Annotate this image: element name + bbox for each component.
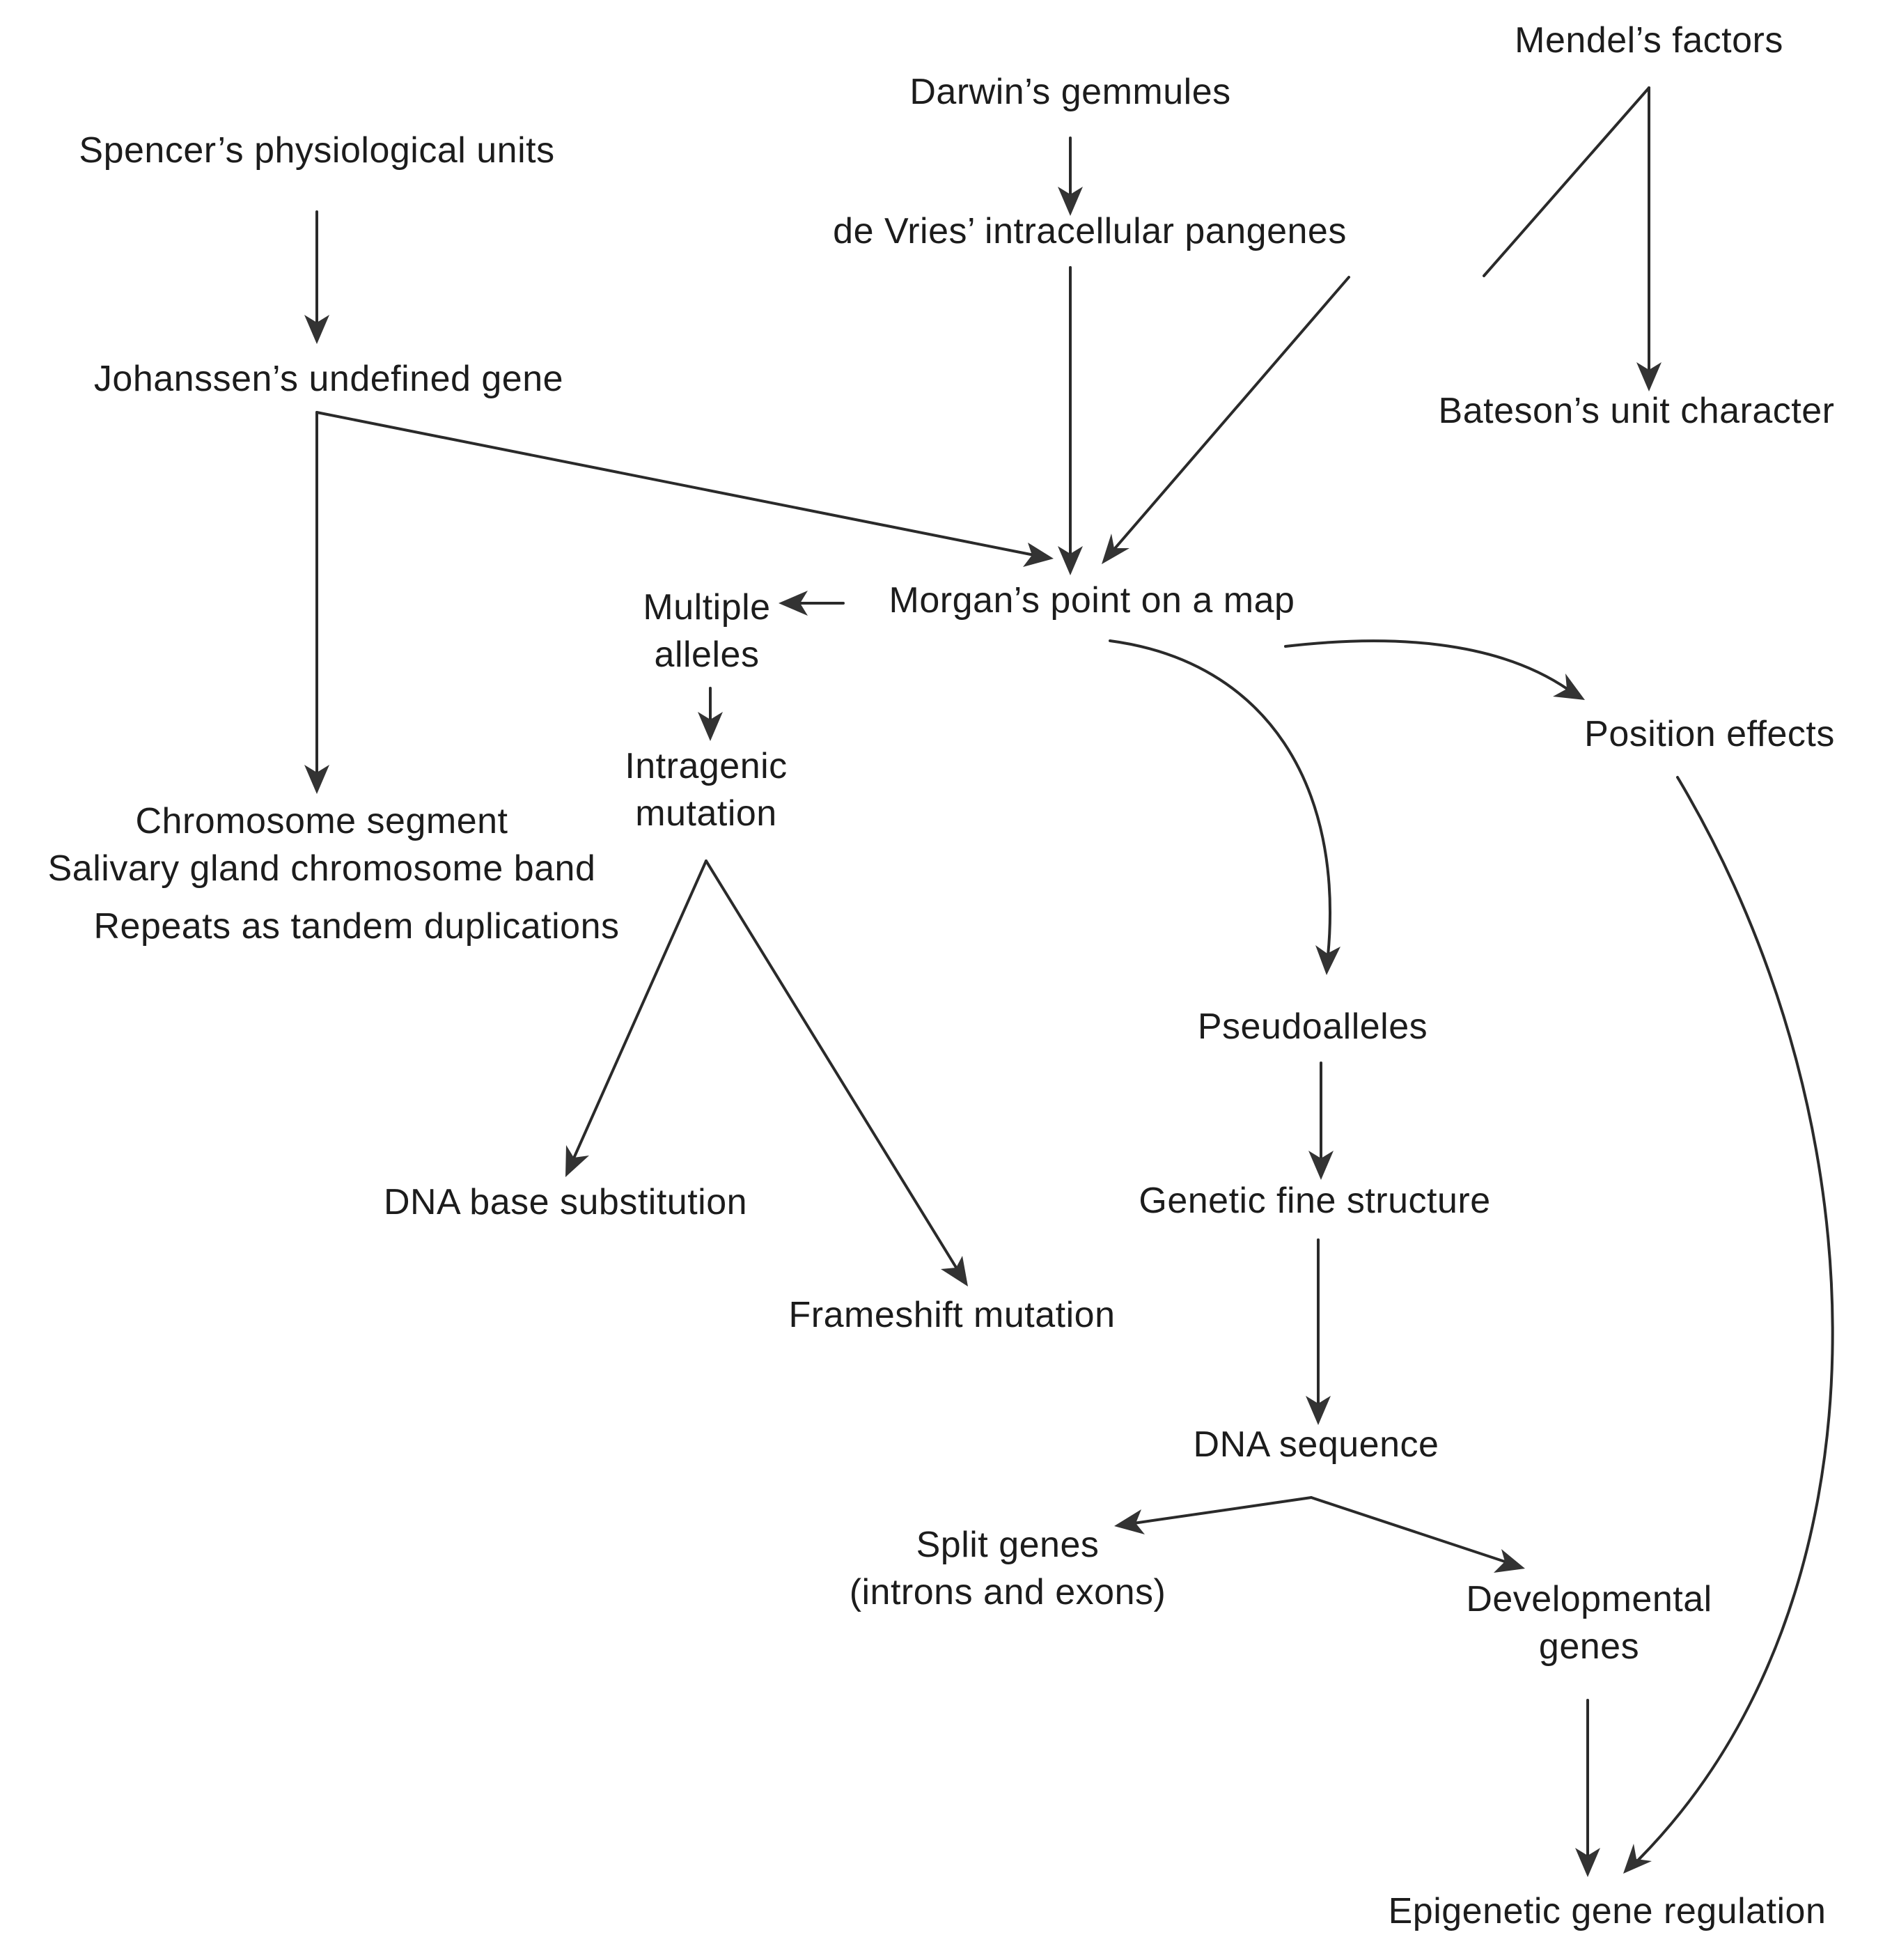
edge-mendel-to-morgan: [1102, 86, 1650, 564]
edge-morgan-to-pseudoalleles: [1109, 639, 1340, 975]
edge-dna-sequence-to-developmental: [1310, 1496, 1525, 1573]
edge-intragenic-to-frameshift: [705, 860, 968, 1286]
edge-developmental-to-epigenetic: [1575, 1699, 1600, 1877]
edge-intragenic-to-dna-base: [565, 860, 707, 1177]
node-frameshift-mutation: Frameshift mutation: [788, 1295, 1116, 1335]
edge-morgan-to-position-effects: [1284, 639, 1585, 700]
edge-johanssen-to-chromosome: [304, 411, 329, 794]
node-johanssens-undefined-gene: Johanssen’s undefined gene: [93, 359, 564, 399]
edge-devries-to-morgan: [1058, 266, 1083, 575]
edge-darwin-to-devries: [1058, 137, 1083, 216]
edge-genetic-fine-to-dna-sequence: [1306, 1238, 1331, 1425]
edge-multiple-alleles-to-intragenic: [698, 687, 723, 741]
node-spencers-physiological-units: Spencer’s physiological units: [79, 130, 555, 171]
node-intragenic-mutation: Intragenic mutation: [625, 746, 788, 834]
edge-pseudoalleles-to-genetic-fine: [1308, 1061, 1334, 1180]
edge-morgan-to-multiple-alleles: [779, 591, 845, 616]
node-position-effects: Position effects: [1584, 714, 1835, 754]
node-developmental-genes: Developmental genes: [1466, 1579, 1712, 1667]
edge-spencer-to-johanssen: [304, 210, 329, 344]
node-multiple-alleles: Multiple alleles: [643, 587, 771, 675]
node-darwins-gemmules: Darwin’s gemmules: [909, 72, 1231, 112]
node-epigenetic-gene-regulation: Epigenetic gene regulation: [1388, 1891, 1827, 1931]
edge-johanssen-to-morgan: [315, 411, 1054, 567]
edge-dna-sequence-to-split-genes: [1114, 1496, 1313, 1534]
node-morgans-point-on-a-map: Morgan’s point on a map: [889, 580, 1295, 621]
edge-position-effects-to-epigenetic: [1623, 776, 1834, 1874]
node-genetic-fine-structure: Genetic fine structure: [1139, 1181, 1491, 1221]
node-dna-base-substitution: DNA base substitution: [383, 1182, 748, 1222]
node-split-genes: Split genes (introns and exons): [849, 1525, 1166, 1612]
edge-mendel-to-bateson: [1636, 86, 1662, 391]
node-batesons-unit-character: Bateson’s unit character: [1438, 391, 1835, 431]
node-dna-sequence: DNA sequence: [1193, 1424, 1439, 1465]
node-de-vries-pangenes: de Vries’ intracellular pangenes: [833, 211, 1347, 251]
node-mendels-factors: Mendel’s factors: [1515, 20, 1783, 61]
node-repeats-tandem-duplications: Repeats as tandem duplications: [93, 906, 620, 947]
node-chromosome-segment: Chromosome segment Salivary gland chromo…: [47, 801, 596, 889]
node-pseudoalleles: Pseudoalleles: [1197, 1006, 1428, 1047]
